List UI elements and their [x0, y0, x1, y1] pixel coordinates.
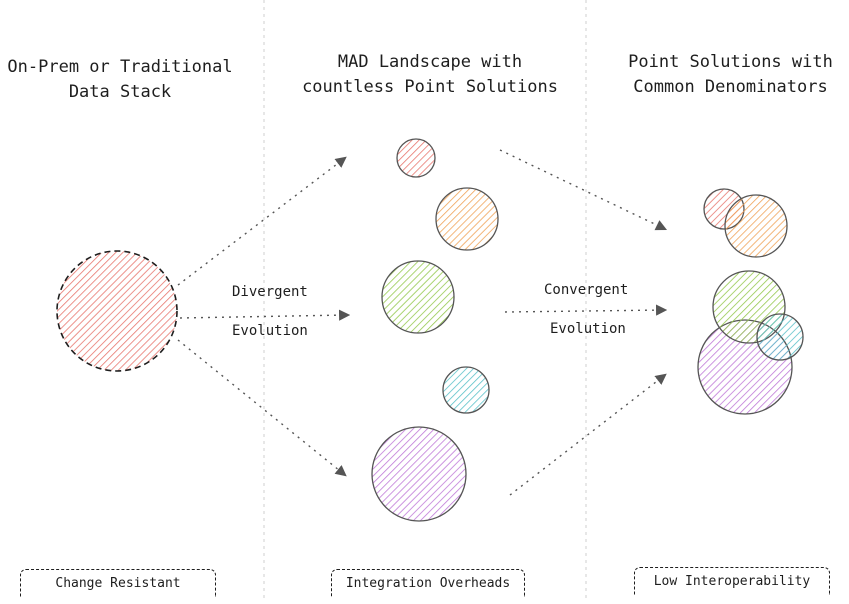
divergent-evolution-label: Evolution — [232, 323, 308, 339]
title-line: On-Prem or Traditional — [7, 57, 233, 77]
title-line: countless Point Solutions — [302, 77, 558, 97]
arrow-divergent-top — [177, 156, 347, 286]
footer-tag-low-interoperability: Low Interoperability — [634, 567, 830, 595]
title-line: MAD Landscape with — [337, 52, 523, 72]
arrow-convergent-top — [499, 149, 668, 231]
point-solution-green — [381, 260, 455, 334]
point-solution-purple — [371, 426, 467, 522]
common-teal-circle — [756, 313, 804, 361]
column-title-mad-landscape: MAD Landscape with countless Point Solut… — [290, 50, 570, 100]
title-line: Data Stack — [68, 82, 172, 102]
title-line: Common Denominators — [633, 77, 828, 97]
convergent-label: Convergent — [544, 282, 629, 298]
column-title-traditional: On-Prem or Traditional Data Stack — [0, 55, 240, 105]
point-solution-orange — [435, 187, 499, 251]
convergent-evolution-label: Evolution — [550, 321, 626, 337]
footer-tag-integration-overheads: Integration Overheads — [331, 569, 525, 597]
footer-tag-change-resistant: Change Resistant — [20, 569, 216, 597]
column-title-common-denominators: Point Solutions with Common Denominators — [612, 50, 849, 100]
arrow-convergent-bottom — [509, 373, 667, 496]
divergent-label: Divergent — [232, 284, 308, 300]
point-solution-red — [396, 138, 436, 178]
common-orange-circle — [724, 194, 788, 258]
arrow-divergent-bottom — [177, 339, 347, 477]
point-solution-teal — [442, 366, 490, 414]
traditional-stack-circle — [56, 250, 178, 372]
arrow-divergent-middle — [179, 309, 351, 321]
title-line: Point Solutions with — [628, 52, 833, 72]
arrow-convergent-middle — [504, 304, 668, 316]
